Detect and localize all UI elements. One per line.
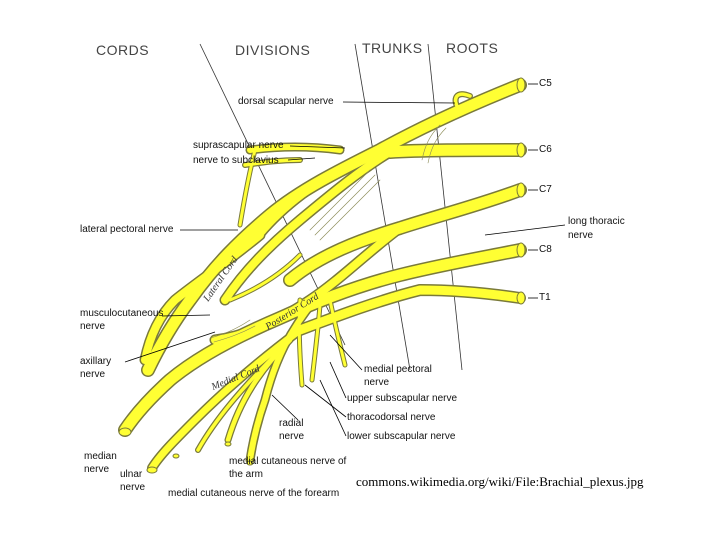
- label-suprascapular-nerve: suprascapular nerve: [193, 140, 284, 151]
- divider-divisions-trunks: [354, 43, 411, 371]
- label-medial-cutaneous-arm-line2: the arm: [229, 469, 263, 480]
- header-divisions: DIVISIONS: [235, 42, 311, 58]
- label-medial-pectoral-nerve-line1: medial pectoral: [364, 364, 432, 375]
- root-label-t1: T1: [539, 292, 551, 303]
- source-credit: commons.wikimedia.org/wiki/File:Brachial…: [356, 474, 644, 489]
- root-label-c8: C8: [539, 244, 552, 255]
- label-thoracodorsal-nerve: thoracodorsal nerve: [347, 412, 436, 423]
- label-medial-cutaneous-forearm: medial cutaneous nerve of the forearm: [168, 488, 340, 499]
- label-median-nerve-line2: nerve: [84, 464, 110, 475]
- label-radial-nerve-line1: radial: [279, 418, 304, 429]
- label-lower-subscapular-nerve: lower subscapular nerve: [347, 431, 456, 442]
- header-trunks: TRUNKS: [362, 40, 423, 56]
- header-cords: CORDS: [96, 42, 150, 58]
- label-musculocutaneous-nerve-line1: musculocutaneous: [80, 308, 164, 319]
- label-long-thoracic-nerve-line2: nerve: [568, 230, 594, 241]
- label-ulnar-nerve-line2: nerve: [120, 482, 146, 493]
- label-nerve-to-subclavius: nerve to subclavius: [193, 155, 279, 166]
- label-radial-nerve-line2: nerve: [279, 431, 305, 442]
- label-axillary-nerve-line1: axillary: [80, 356, 112, 367]
- label-upper-subscapular-nerve: upper subscapular nerve: [347, 393, 458, 404]
- label-median-nerve-line1: median: [84, 451, 117, 462]
- label-musculocutaneous-nerve-line2: nerve: [80, 321, 106, 332]
- label-lateral-pectoral-nerve: lateral pectoral nerve: [80, 224, 174, 235]
- label-long-thoracic-nerve-line1: long thoracic: [568, 216, 625, 227]
- label-axillary-nerve-line2: nerve: [80, 369, 106, 380]
- label-ulnar-nerve-line1: ulnar: [120, 469, 143, 480]
- label-medial-cutaneous-arm-line1: medial cutaneous nerve of: [229, 456, 347, 467]
- root-label-c5: C5: [539, 78, 552, 89]
- root-label-c7: C7: [539, 184, 552, 195]
- header-roots: ROOTS: [446, 40, 499, 56]
- label-medial-pectoral-nerve-line2: nerve: [364, 377, 390, 388]
- leader-lines: [124, 83, 566, 437]
- nerve-bundles: [118, 77, 527, 474]
- label-dorsal-scapular-nerve: dorsal scapular nerve: [238, 96, 334, 107]
- root-label-c6: C6: [539, 144, 552, 155]
